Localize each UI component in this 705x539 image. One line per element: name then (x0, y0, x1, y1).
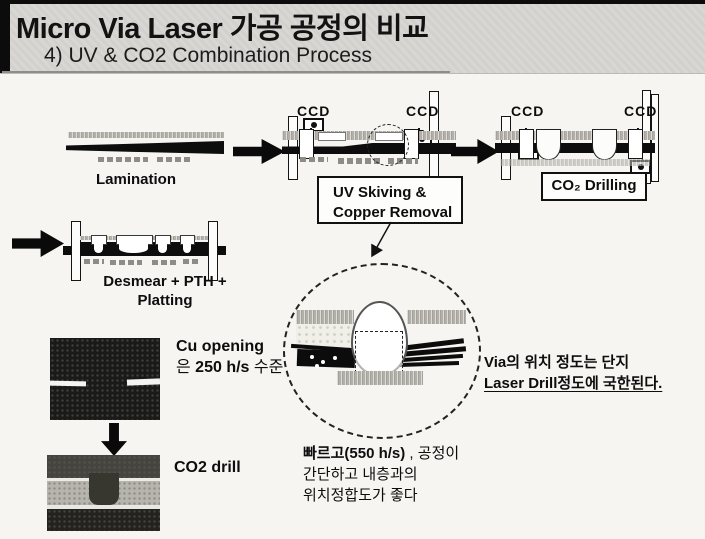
ccd-label-2: CCD (406, 103, 440, 119)
desmear-label-line1: Desmear + PTH + (103, 273, 227, 290)
detail-fiber-left-bundle (296, 348, 356, 369)
co2-machine-panel-core (495, 143, 655, 153)
co2-drilling-box: CO₂ Drilling (541, 172, 647, 201)
cu-opening-caption-title: Cu opening (176, 338, 264, 355)
co2-drill-photo-gap-2 (47, 505, 160, 509)
header-band (0, 0, 705, 74)
detail-fiber-void-3 (333, 356, 337, 360)
via-accuracy-note-line1: Via의 위치 정도는 단지 (484, 354, 630, 371)
co2-drilling-box-label: CO₂ Drilling (551, 177, 637, 194)
desmear-via-cup-3 (158, 243, 167, 253)
cu-opening-slit-left (49, 380, 87, 387)
co2-drill-photo-top-band (47, 455, 160, 478)
cu-opening-caption-post: 수준 (249, 359, 284, 376)
co2-machine-panel-top-layer (495, 131, 655, 140)
cu-opening-caption-rate: 250 h/s (195, 359, 250, 376)
uv-skiving-box-line1: UV Skiving & (333, 184, 427, 201)
left-border-bar (0, 0, 10, 73)
uv-skiving-box: UV Skiving & Copper Removal (317, 176, 463, 224)
page-title: Micro Via Laser 가공 공정의 비교 (16, 5, 429, 47)
flow-arrow-uv-to-co2 (451, 139, 499, 164)
uv-machine-pad-2 (338, 158, 380, 164)
co2-machine-align-head-1 (519, 129, 534, 159)
via-accuracy-note-line2: Laser Drill정도에 국한된다. (484, 375, 663, 392)
magnify-connector-arrow (371, 221, 392, 258)
flow-arrow-cu-to-co2drill (101, 423, 127, 456)
desmear-via-cup-4 (183, 243, 191, 253)
co2-drill-photo-bottom-band (47, 509, 160, 531)
flow-arrow-lamination-to-uv (233, 139, 285, 164)
uv-machine-pad-1 (300, 157, 328, 162)
desmear-via-cup-2 (119, 243, 148, 253)
page-title-en: Micro Via Laser (16, 13, 223, 45)
lamination-pad-left (98, 157, 148, 162)
speed-note-bold: 빠르고(550 h/s) (303, 445, 406, 462)
ccd-label-3: CCD (511, 103, 545, 119)
lamination-pad-right (157, 157, 192, 162)
speed-note-line3: 위치정합도가 좋다 (303, 487, 418, 504)
flow-arrow-to-desmear (12, 230, 64, 257)
uv-machine-align-head-1 (299, 129, 314, 159)
uv-machine-pad-3 (388, 158, 418, 164)
co2-drill-photo-via (89, 473, 119, 505)
via-accuracy-note: Via의 위치 정도는 단지 Laser Drill정도에 국한된다. (484, 352, 699, 394)
page-title-ko: 가공 공정의 비교 (222, 13, 429, 45)
co2-machine-bed (500, 159, 650, 166)
top-border-line (0, 0, 705, 4)
cu-opening-slit-right (126, 378, 161, 386)
cu-opening-caption-line2: 은 250 h/s 수준 (176, 357, 283, 378)
magnify-source-circle (367, 124, 409, 166)
ccd-label-4: CCD (624, 103, 658, 119)
speed-note-line1: 빠르고(550 h/s) , 공정이 (303, 443, 493, 464)
desmear-label: Desmear + PTH + Platting (95, 272, 235, 310)
co2-drill-head-2 (592, 129, 617, 160)
detail-copper-left (296, 310, 354, 324)
detail-fiber-void-4 (315, 364, 319, 368)
speed-note-rest: , 공정이 (405, 445, 460, 462)
ccd-pointer-stem-2 (418, 128, 420, 131)
lamination-label: Lamination (96, 171, 177, 188)
page-subtitle: 4) UV & CO2 Combination Process (44, 44, 372, 67)
desmear-via-cup-1 (94, 243, 103, 253)
desmear-right-roller (208, 221, 218, 281)
cu-opening-caption-pre: 은 (176, 359, 196, 376)
uv-skiving-box-line2: Copper Removal (333, 204, 453, 221)
co2-machine-align-head-2 (628, 129, 643, 159)
speed-note-line2: 간단하고 내층과의 (303, 466, 418, 483)
desmear-pad-4 (183, 259, 201, 264)
desmear-pad-1 (84, 259, 104, 264)
detail-via-target-outline (355, 331, 403, 373)
co2-drill-photo (47, 455, 160, 531)
subtitle-underline (2, 71, 450, 73)
desmear-strip-end-left (63, 246, 72, 255)
speed-note: 빠르고(550 h/s) , 공정이 간단하고 내층과의 위치정합도가 좋다 (303, 443, 493, 506)
detail-fiber-void-2 (321, 360, 325, 364)
co2-drill-caption: CO2 drill (174, 459, 241, 476)
desmear-pad-3 (152, 260, 176, 265)
desmear-strip-end-right (216, 246, 226, 255)
detail-circle (283, 263, 481, 439)
detail-copper-right (407, 310, 466, 324)
ccd-label-1: CCD (297, 103, 331, 119)
detail-copper-bottom (337, 371, 423, 385)
lamination-core-layer (66, 141, 224, 154)
lamination-top-copper-layer (68, 132, 224, 138)
cu-opening-caption: Cu opening 은 250 h/s 수준 (176, 336, 283, 378)
uv-machine-window-1 (318, 132, 346, 141)
detail-fiber-void-1 (310, 355, 314, 359)
co2-drill-head-1 (536, 129, 561, 160)
desmear-label-line2: Platting (137, 292, 193, 309)
desmear-pad-2 (110, 260, 142, 265)
